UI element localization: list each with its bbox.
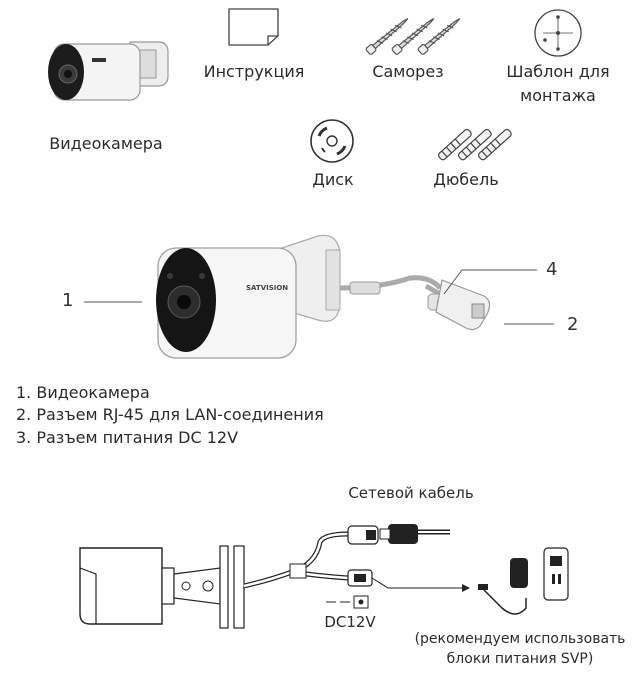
psu-note-line1: (рекомендуем использовать: [404, 631, 636, 647]
callout-2: 2: [567, 314, 578, 335]
callout-1: 1: [62, 290, 73, 311]
dc-label: DC12V: [320, 613, 380, 631]
network-cable-label: Сетевой кабель: [336, 484, 486, 502]
callout-4: 4: [546, 259, 557, 280]
legend-item-1: 1. Видеокамера: [16, 382, 150, 404]
legend-item-2: 2. Разъем RJ-45 для LAN-соединения: [16, 404, 324, 426]
legend-item-3: 3. Разъем питания DC 12V: [16, 427, 238, 449]
psu-note-line2: блоки питания SVP): [404, 651, 636, 667]
